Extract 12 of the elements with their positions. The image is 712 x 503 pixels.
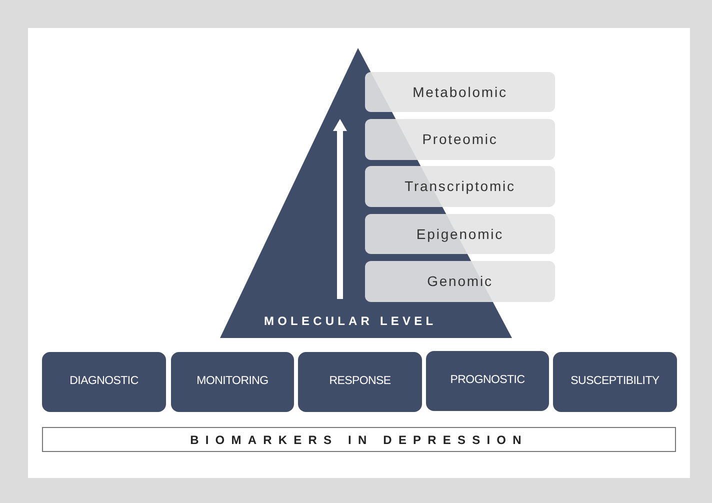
level-box: Proteomic	[365, 119, 555, 160]
category-box: SUSCEPTIBILITY	[553, 352, 677, 412]
level-box: Transcriptomic	[365, 166, 555, 207]
title-banner: BIOMARKERS IN DEPRESSION	[42, 427, 676, 452]
category-box: MONITORING	[171, 352, 294, 412]
level-box: Metabolomic	[365, 72, 555, 112]
category-box: PROGNOSTIC	[426, 351, 549, 411]
pyramid-label: MOLECULAR LEVEL	[264, 313, 437, 330]
category-box: DIAGNOSTIC	[42, 352, 166, 412]
category-box: RESPONSE	[298, 352, 422, 412]
level-box: Epigenomic	[365, 214, 555, 254]
level-box: Genomic	[365, 261, 555, 302]
